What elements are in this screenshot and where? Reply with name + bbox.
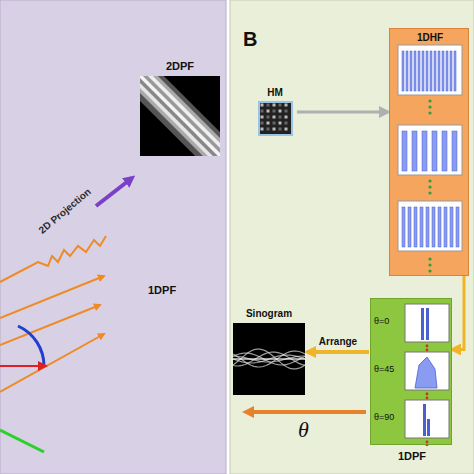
axis-symbol: θ bbox=[298, 418, 309, 442]
node-text: 1DPF bbox=[398, 450, 426, 462]
process-box: 1DHF bbox=[389, 28, 469, 276]
node-text: θ=45 bbox=[374, 365, 394, 375]
node-title: Sinogram bbox=[246, 308, 292, 319]
node-title: 2DPF bbox=[166, 60, 194, 72]
edge-label: Arrange bbox=[318, 336, 358, 347]
node-title: 1DHF bbox=[417, 32, 443, 43]
image-panel: HM bbox=[255, 86, 296, 138]
illustration bbox=[233, 323, 305, 395]
illustration bbox=[140, 76, 220, 156]
flow-arrow bbox=[307, 350, 369, 354]
image-panel: Sinogram bbox=[232, 308, 306, 396]
flow-arrow bbox=[297, 111, 388, 114]
panel-label: 1DPF bbox=[148, 284, 176, 296]
illustration bbox=[390, 29, 470, 277]
panel-letter: B bbox=[243, 28, 257, 50]
node-title: θ=0 bbox=[374, 317, 389, 327]
flow-arrow bbox=[452, 276, 464, 349]
illustration bbox=[258, 101, 293, 136]
node-title: HM bbox=[267, 87, 283, 98]
arrow-label: 2D Projection bbox=[36, 186, 92, 236]
node-text: θ=90 bbox=[374, 413, 394, 423]
process-box: θ=0θ=45θ=901DPF bbox=[370, 298, 452, 445]
image-panel: 2DPF bbox=[139, 60, 221, 158]
